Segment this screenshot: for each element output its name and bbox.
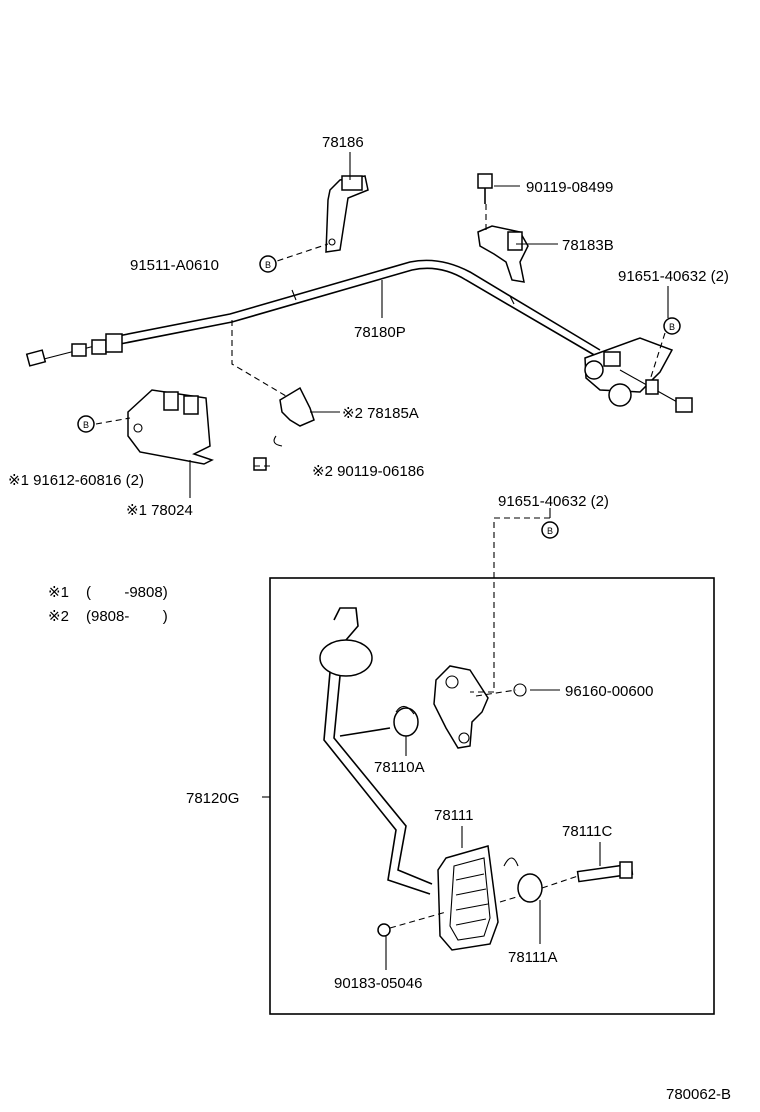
part-labels: 78186 90119-08499 78183B 91511-A0610 916…	[8, 134, 729, 992]
clamp-78183B	[477, 173, 529, 283]
pedal-bracket	[339, 665, 527, 749]
circle-b-markers: B B B B	[77, 255, 681, 539]
label-96160-00600: 96160-00600	[565, 683, 653, 700]
label-91651-40632-mid: 91651-40632 (2)	[498, 493, 609, 510]
cable-end-bracket	[584, 337, 693, 413]
leader-lines	[95, 204, 666, 929]
label-91651-40632-top: 91651-40632 (2)	[618, 268, 729, 285]
note2-range: (9808- )	[86, 608, 168, 625]
label-78120G: 78120G	[186, 790, 239, 807]
label-91511-A0610: 91511-A0610	[130, 257, 219, 274]
clamp-78185A	[253, 386, 315, 471]
note1-mark: ※1	[48, 584, 69, 601]
label-78186: 78186	[322, 134, 364, 151]
label-78185A: ※2 78185A	[342, 405, 419, 422]
label-78183B: 78183B	[562, 237, 614, 254]
label-91612-60816: ※1 91612-60816 (2)	[8, 472, 144, 489]
label-90119-06186: ※2 90119-06186	[312, 463, 424, 480]
pedal-assembly-frame	[269, 577, 715, 1015]
pedal-arm	[319, 607, 433, 895]
label-90183-05046: 90183-05046	[334, 975, 422, 992]
diagram-code: 780062-B	[666, 1086, 731, 1103]
label-78111A: 78111A	[508, 949, 558, 966]
label-78180P: 78180P	[354, 324, 406, 341]
circle-b-label: B	[669, 322, 675, 332]
accelerator-cable	[25, 259, 601, 367]
circle-b-label: B	[547, 526, 553, 536]
circle-b-label: B	[265, 260, 271, 270]
note1-range: ( -9808)	[86, 584, 168, 601]
pedal-pad	[377, 845, 634, 951]
bracket-78024	[127, 389, 214, 465]
note2-mark: ※2	[48, 608, 69, 625]
solid-leaders	[189, 152, 669, 970]
label-78111: 78111	[434, 807, 474, 824]
label-78111C: 78111C	[562, 823, 612, 840]
circle-b-label: B	[83, 420, 89, 430]
label-90119-08499: 90119-08499	[526, 179, 613, 196]
notes: ※1 ( -9808) ※2 (9808- )	[48, 584, 168, 625]
bracket-78186	[325, 175, 369, 253]
label-78110A: 78110A	[374, 759, 425, 776]
label-78024: ※1 78024	[126, 502, 193, 519]
